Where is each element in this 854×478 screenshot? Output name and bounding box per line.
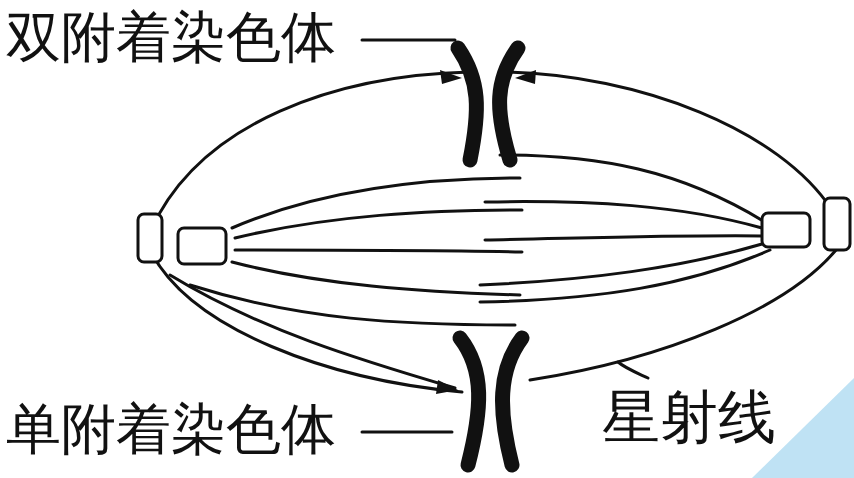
spindle-fiber xyxy=(150,72,470,232)
chromosome xyxy=(458,48,476,160)
spindle-fiber xyxy=(170,275,455,388)
attachment-mark xyxy=(436,380,458,394)
part-label: 双附着染色体 xyxy=(6,6,336,69)
spindle-fiber xyxy=(190,285,515,325)
attachment-mark xyxy=(440,70,462,84)
spindle-fiber xyxy=(235,250,522,252)
leader-line xyxy=(362,431,452,434)
spindle-fiber xyxy=(150,250,462,392)
centriole xyxy=(178,228,226,264)
spindle-fiber xyxy=(485,236,762,240)
chromosome xyxy=(503,338,522,465)
part-label: 星射线 xyxy=(602,384,776,451)
part-label: 单附着染色体 xyxy=(6,398,336,461)
spindle-fiber xyxy=(232,178,520,228)
leader-line xyxy=(618,362,648,378)
spindle-fiber xyxy=(235,210,522,238)
centriole xyxy=(138,214,162,262)
spindle-fiber xyxy=(232,262,520,295)
spindle-fiber xyxy=(530,245,840,380)
centriole xyxy=(824,198,850,250)
spindle-fiber xyxy=(485,202,762,228)
spindle-fiber xyxy=(505,72,832,210)
spindle-fiber xyxy=(480,250,770,302)
leader-line xyxy=(362,39,455,42)
spindle-fiber xyxy=(480,244,762,285)
chromosome xyxy=(500,48,518,160)
centriole xyxy=(762,213,810,247)
chromosome xyxy=(460,338,479,465)
spindle-fiber xyxy=(500,155,765,222)
attachment-mark xyxy=(515,70,536,84)
